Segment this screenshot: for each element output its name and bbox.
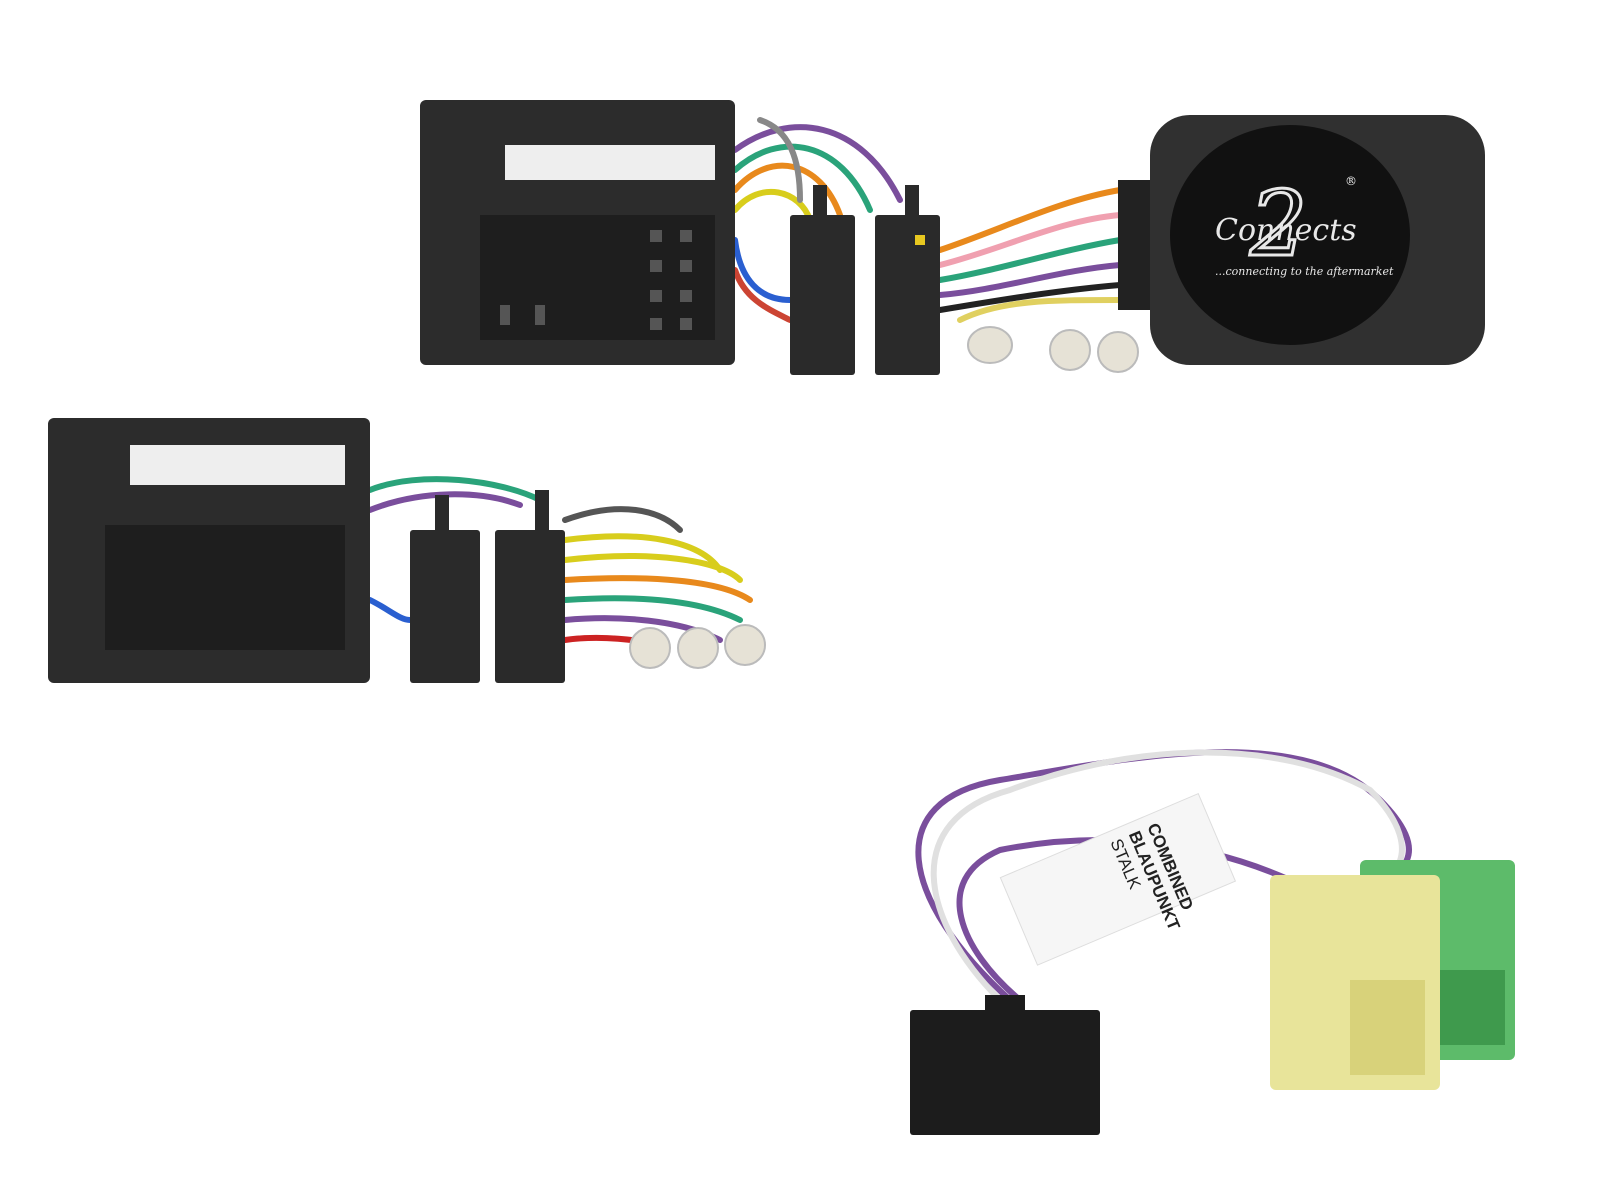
iso-connector-middle-b <box>495 490 565 683</box>
middle-wires <box>367 476 753 648</box>
bottom-lead: COMBINED BLAUPUNKT STALK <box>910 749 1515 1135</box>
quadlock-connector-middle <box>48 418 370 683</box>
logo-numeral: 2 <box>1249 172 1307 277</box>
logo-brand: Connects <box>1215 213 1357 248</box>
top-wires <box>732 117 1123 323</box>
interface-box: Connects 2 ® ...connecting to the afterm… <box>1118 115 1485 365</box>
iso-connector-middle-a <box>410 495 480 683</box>
logo-tagline: ...connecting to the aftermarket <box>1215 265 1394 278</box>
top-harness: Connects 2 ® ...connecting to the afterm… <box>420 100 1485 375</box>
middle-harness <box>48 418 766 683</box>
cable-label: COMBINED BLAUPUNKT STALK <box>999 792 1237 966</box>
iso-connector-top-b <box>875 185 940 375</box>
yellow-mini-iso-connector <box>1270 875 1440 1090</box>
quadlock-connector-top <box>420 100 735 365</box>
ring-terminals-top <box>967 326 1139 373</box>
ring-terminals-middle <box>629 624 766 669</box>
logo-registered: ® <box>1345 174 1357 188</box>
black-12pin-connector <box>910 995 1100 1135</box>
iso-connector-top-a <box>790 185 855 375</box>
